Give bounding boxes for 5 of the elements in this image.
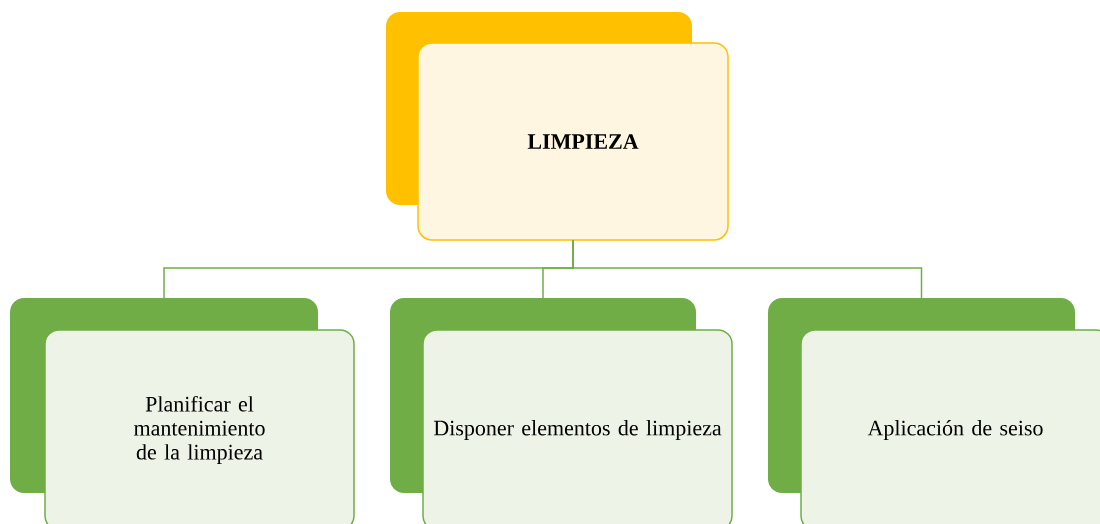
card: Planificar el mantenimiento de la limpieza — [10, 298, 355, 524]
connector — [572, 239, 923, 299]
card: LIMPIEZA — [386, 12, 729, 241]
card: Aplicación de seiso — [768, 298, 1100, 524]
card: Disponer elementos de limpieza — [390, 298, 733, 524]
